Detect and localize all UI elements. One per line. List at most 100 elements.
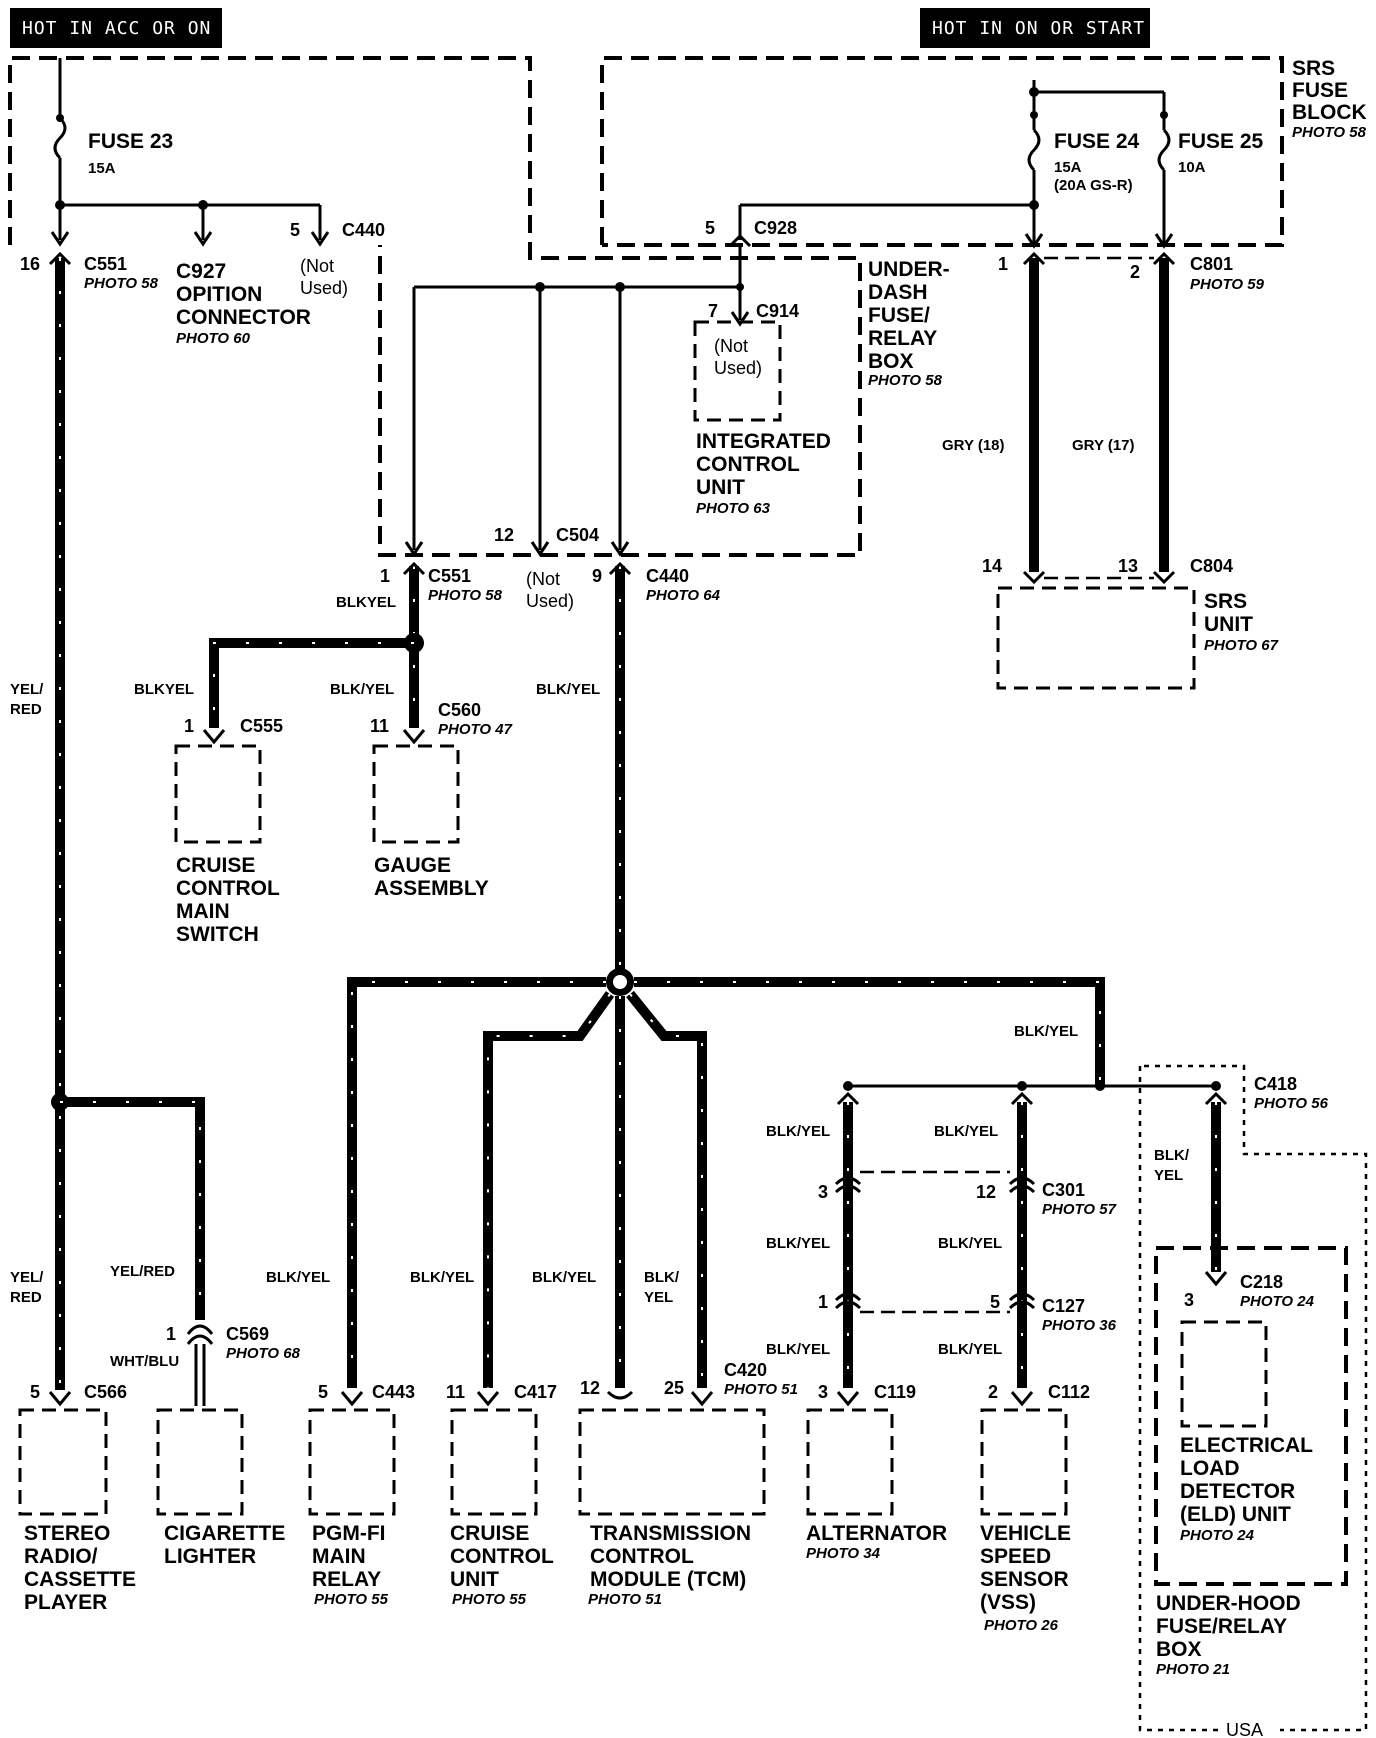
eld-label-4: (ELD) UNIT (1180, 1503, 1291, 1526)
vss-label-2: SPEED (980, 1545, 1051, 1568)
c440-top-not-used-2: Used) (300, 278, 348, 298)
c443-name: C443 (372, 1382, 415, 1402)
c301-pin-1: 3 (818, 1182, 828, 1202)
cruise-switch-label-1: CRUISE (176, 854, 255, 877)
wire-blk-yel-label-vss-2: BLK/YEL (938, 1235, 1002, 1252)
c440-mid-name: C440 (646, 566, 689, 586)
tcm-photo: PHOTO 51 (588, 1591, 662, 1608)
icu-photo: PHOTO 63 (696, 500, 771, 517)
wire-blkyel-label-left: BLKYEL (134, 681, 194, 698)
tcm-label-3: MODULE (TCM) (590, 1568, 746, 1591)
fuse-24-25 (728, 80, 1174, 249)
wire-blk-yel-label-vss-1: BLK/YEL (934, 1123, 998, 1140)
c504-pin: 12 (494, 525, 514, 545)
wire-yel-label-eld: YEL (1154, 1167, 1183, 1184)
underdash-bus (404, 246, 750, 557)
stereo-label-1: STEREO (24, 1522, 110, 1545)
pgmfi-label-2: MAIN (312, 1545, 366, 1568)
srs-unit-box (996, 586, 1196, 690)
pgmfi-label-1: PGM-FI (312, 1522, 386, 1545)
gauge-label-2: ASSEMBLY (374, 877, 489, 900)
c418-photo: PHOTO 56 (1254, 1095, 1329, 1112)
pgmfi-box (308, 1408, 396, 1516)
c420-pin-1: 12 (580, 1378, 600, 1398)
wire-splice-branches (340, 977, 1105, 1407)
pgmfi-label-3: RELAY (312, 1568, 381, 1591)
underdash-label-4: RELAY (868, 327, 937, 350)
c927-name: C927 (176, 260, 226, 283)
c218-photo: PHOTO 24 (1240, 1293, 1315, 1310)
wire-blkyel-label-top: BLKYEL (336, 594, 396, 611)
c927-label-1: OPITION (176, 283, 262, 306)
pgmfi-photo: PHOTO 55 (314, 1591, 389, 1608)
underdash-box-outline (8, 56, 862, 557)
wire-blk-yel-label-cruise: BLK/YEL (410, 1269, 474, 1286)
srs-fuse-block-photo: PHOTO 58 (1292, 124, 1367, 141)
eld-label-3: DETECTOR (1180, 1480, 1295, 1503)
wire-yel-red-label-bot-1: YEL/ (10, 1269, 44, 1286)
c551-mid-name: C551 (428, 566, 471, 586)
cruise-unit-photo: PHOTO 55 (452, 1591, 527, 1608)
c569-pin: 1 (166, 1324, 176, 1344)
fuse-24-note: (20A GS-R) (1054, 177, 1133, 194)
wire-blk-yel-label-vss-3: BLK/YEL (938, 1341, 1002, 1358)
c301-name: C301 (1042, 1180, 1085, 1200)
c119-name: C119 (874, 1382, 916, 1402)
c504-not-used-2: Used) (526, 591, 574, 611)
c551-mid-pin: 1 (380, 566, 390, 586)
c420-photo: PHOTO 51 (724, 1381, 798, 1398)
icu-box (693, 320, 782, 422)
wire-blk-yel-label-right: BLK/YEL (1014, 1023, 1078, 1040)
c420-pin-2: 25 (664, 1378, 684, 1398)
c417-name: C417 (514, 1382, 557, 1402)
wire-blkyel-c551 (202, 561, 426, 745)
cigarette-label-1: CIGARETTE (164, 1522, 285, 1545)
underhood-label-1: UNDER-HOOD (1156, 1592, 1301, 1615)
wire-blk-yel-label-pgmfi: BLK/YEL (266, 1269, 330, 1286)
c801-pin-2: 2 (1130, 262, 1140, 282)
c927-photo: PHOTO 60 (176, 330, 251, 347)
wire-yel-red-branch (60, 1097, 214, 1406)
c569-name: C569 (226, 1324, 269, 1344)
fuse-25-rating: 10A (1178, 159, 1206, 176)
alternator-box (806, 1408, 894, 1516)
stereo-label-4: PLAYER (24, 1591, 107, 1614)
wire-yel-red-main (48, 251, 72, 1407)
eld-box (1180, 1320, 1268, 1428)
c914-not-used-1: (Not (714, 336, 748, 356)
stereo-label-2: RADIO/ (24, 1545, 98, 1568)
c443-pin: 5 (318, 1382, 328, 1402)
cruise-unit-label-2: CONTROL (450, 1545, 554, 1568)
fuse-23 (50, 58, 330, 247)
underhood-label-3: BOX (1156, 1638, 1202, 1661)
wire-blk-yel-label-alt-2: BLK/YEL (766, 1235, 830, 1252)
c555-pin: 1 (184, 716, 194, 736)
c914-name: C914 (756, 301, 799, 321)
c551-top-photo: PHOTO 58 (84, 275, 159, 292)
c801-pin-1: 1 (998, 254, 1008, 274)
c418-name: C418 (1254, 1074, 1297, 1094)
vss-box (980, 1408, 1068, 1516)
underhood-photo: PHOTO 21 (1156, 1661, 1230, 1678)
icu-label-2: CONTROL (696, 453, 800, 476)
wire-yel-red-label-top-2: RED (10, 701, 42, 718)
cruise-switch-label-4: SWITCH (176, 923, 259, 946)
wire-blk-yel-label-trunk: BLK/YEL (536, 681, 600, 698)
c560-photo: PHOTO 47 (438, 721, 513, 738)
fuse-25-name: FUSE 25 (1178, 130, 1264, 153)
wire-blk-yel-trunk (606, 561, 634, 996)
wire-yel-red-label-branch: YEL/RED (110, 1263, 175, 1280)
c804-pin-2: 13 (1118, 556, 1138, 576)
gauge-label-1: GAUGE (374, 854, 451, 877)
fuse-24-name: FUSE 24 (1054, 130, 1140, 153)
wire-yel-red-label-bot-2: RED (10, 1289, 42, 1306)
c555-name: C555 (240, 716, 283, 736)
c566-name: C566 (84, 1382, 127, 1402)
cigarette-label-2: LIGHTER (164, 1545, 256, 1568)
header-right-text: HOT IN ON OR START (932, 18, 1145, 39)
vss-photo: PHOTO 26 (984, 1617, 1059, 1634)
c440-top-not-used-1: (Not (300, 256, 334, 276)
c801-photo: PHOTO 59 (1190, 276, 1265, 293)
header-right: HOT IN ON OR START (920, 8, 1150, 48)
c914-pin: 7 (708, 301, 718, 321)
